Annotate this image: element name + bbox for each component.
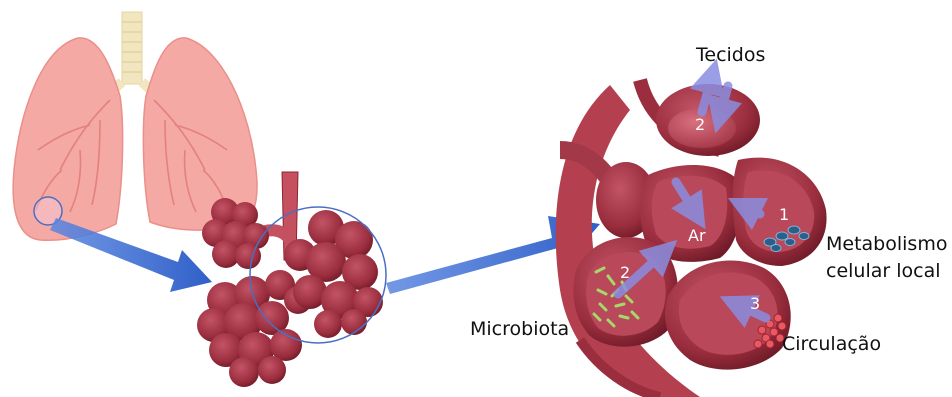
left-lung xyxy=(13,38,122,240)
label-circulacao: Circulação xyxy=(782,333,881,355)
alveoli-cluster xyxy=(197,172,386,387)
label-metabolismo-line2: celular local xyxy=(826,260,941,282)
label-tecidos: Tecidos xyxy=(696,44,765,66)
number-tecidos: 2 xyxy=(695,115,705,134)
number-metabolismo: 1 xyxy=(779,205,789,224)
number-circulacao: 3 xyxy=(750,294,760,313)
label-ar: Ar xyxy=(688,226,706,245)
label-metabolismo-line1: Metabolismo xyxy=(826,233,947,255)
label-microbiota: Microbiota xyxy=(470,318,569,340)
number-microbiota: 2 xyxy=(620,263,630,282)
